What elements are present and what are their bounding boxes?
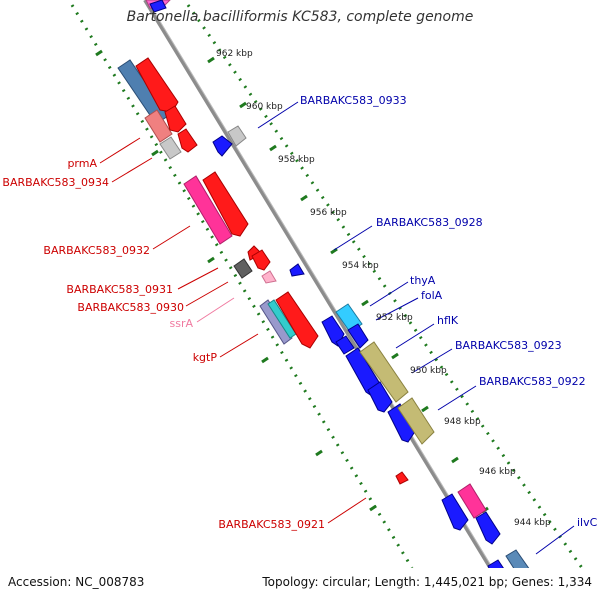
tick-label: 950 kbp [410,366,447,376]
gene-feature [144,109,173,143]
gene-label-0922: BARBAKC583_0922 [479,375,586,388]
gene-label-kgtP: kgtP [193,351,218,364]
tick-label: 962 kbp [216,49,253,59]
gene-feature [183,175,233,245]
gene-feature [177,128,198,153]
tick-label: 958 kbp [278,155,315,165]
gene-label-hflK: hflK [437,314,459,327]
gene-feature [441,493,469,531]
gene-feature [233,258,253,279]
tick-label: 954 kbp [342,261,379,271]
gene-label-folA: folA [421,289,443,302]
tick-labels: 962 kbp 960 kbp 958 kbp 956 kbp 954 kbp … [216,49,551,528]
tick-label: 952 kbp [376,313,413,323]
right-gene-labels: BARBAKC583_0933 BARBAKC583_0928 thyA fol… [300,94,598,529]
gene-label-thyA: thyA [410,274,436,287]
gene-feature [149,0,167,13]
tick-label: 948 kbp [444,417,481,427]
gene-feature [475,511,501,545]
gene-label-prmA: prmA [67,157,97,170]
gene-label-0932: BARBAKC583_0932 [43,244,150,257]
gene-feature [505,549,530,568]
left-gene-labels: prmA BARBAKC583_0934 BARBAKC583_0932 BAR… [2,157,325,531]
gene-feature [487,559,504,568]
tick-line-inner [70,4,414,568]
gene-feature [275,291,319,349]
gene-label-0921: BARBAKC583_0921 [218,518,325,531]
gene-label-0934: BARBAKC583_0934 [2,176,109,189]
gene-feature [159,136,182,160]
tick-label: 944 kbp [514,518,551,528]
tick-label: 956 kbp [310,208,347,218]
tick-label: 946 kbp [479,467,516,477]
tick-label: 960 kbp [246,102,283,112]
gene-feature [335,335,355,355]
gene-feature [367,381,393,413]
reverse-strand-genes [117,0,409,485]
leader-lines-left [99,137,367,524]
map-title: Bartonella bacilliformis KC583, complete… [126,9,474,25]
tick-marks-inner [95,49,377,512]
gene-label-ilvC: ilvC [577,516,598,529]
gene-label-ssrA: ssrA [169,317,193,330]
gene-feature [261,270,277,284]
accession-text: Accession: NC_008783 [8,575,145,589]
gene-label-0928: BARBAKC583_0928 [376,216,483,229]
gene-feature [289,263,305,277]
gene-feature [164,105,187,133]
gene-feature [457,483,487,519]
genome-summary-text: Topology: circular; Length: 1,445,021 bp… [262,575,592,589]
leader-lines-right [257,101,575,555]
gene-feature [212,135,233,157]
gene-label-0933: BARBAKC583_0933 [300,94,407,107]
leader-line-ssrA [196,297,235,323]
tick-marks [207,56,489,514]
gene-feature [202,171,249,237]
gene-feature [395,471,409,485]
gene-label-0930: BARBAKC583_0930 [77,301,184,314]
gene-feature [251,249,271,271]
gene-feature [347,323,369,349]
tick-line-outer [186,4,584,568]
gene-feature [359,341,409,403]
gene-feature [227,125,247,147]
gene-feature [259,299,293,345]
gene-label-0923: BARBAKC583_0923 [455,339,562,352]
gene-feature [387,403,417,443]
forward-strand-genes [212,125,530,568]
gene-label-0931: BARBAKC583_0931 [66,283,173,296]
gene-feature [397,397,435,445]
